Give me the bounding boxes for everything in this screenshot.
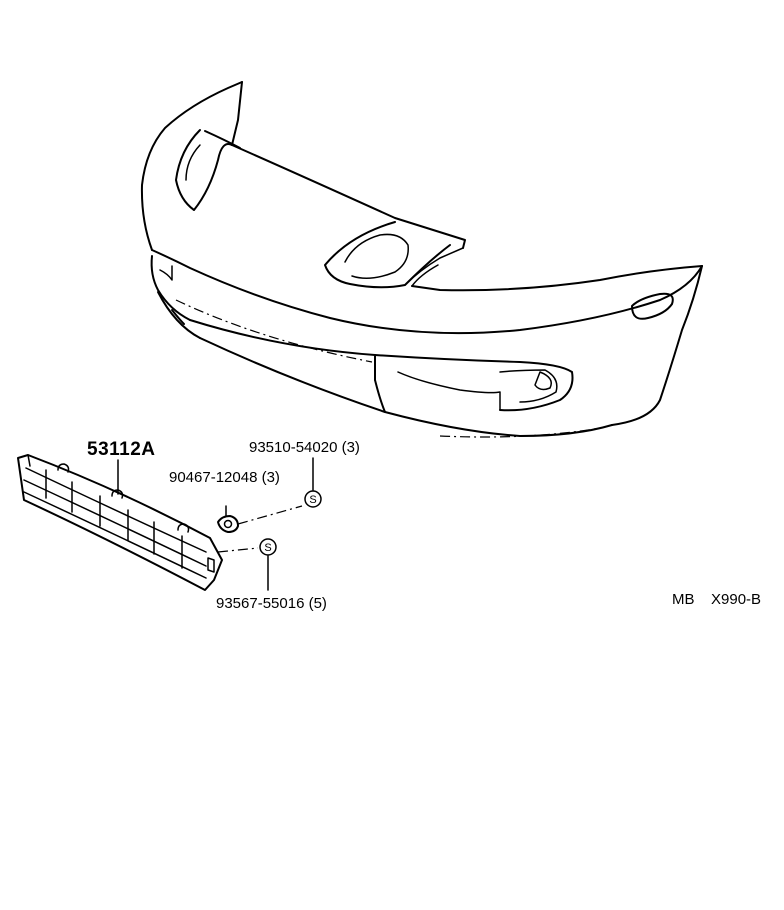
svg-text:S: S bbox=[264, 542, 271, 554]
grille-part-number: 53112A bbox=[87, 439, 156, 460]
nut-part-number: 90467-12048 bbox=[169, 469, 258, 486]
front-bumper-cover bbox=[140, 81, 703, 438]
nut-label: 90467-12048 (3) bbox=[169, 470, 280, 485]
standard-part-symbol-lower: S bbox=[259, 538, 277, 556]
standard-part-symbol-upper: S bbox=[304, 490, 322, 508]
clip-upper-label: 93510-54020 (3) bbox=[249, 440, 360, 455]
clip-upper-qty: (3) bbox=[341, 439, 360, 456]
svg-text:S: S bbox=[309, 494, 316, 506]
diagram-code-right: X990-B bbox=[711, 591, 762, 608]
clip-lower-label: 93567-55016 (5) bbox=[216, 596, 327, 611]
diagram-code-left: MB bbox=[672, 591, 695, 608]
clip-lower-part-number: 93567-55016 bbox=[216, 595, 305, 612]
leader-lines bbox=[117, 457, 314, 591]
clip-lower-qty: (5) bbox=[308, 595, 327, 612]
nut-part bbox=[217, 515, 239, 533]
nut-qty: (3) bbox=[261, 469, 280, 486]
clip-upper-part-number: 93510-54020 bbox=[249, 439, 338, 456]
